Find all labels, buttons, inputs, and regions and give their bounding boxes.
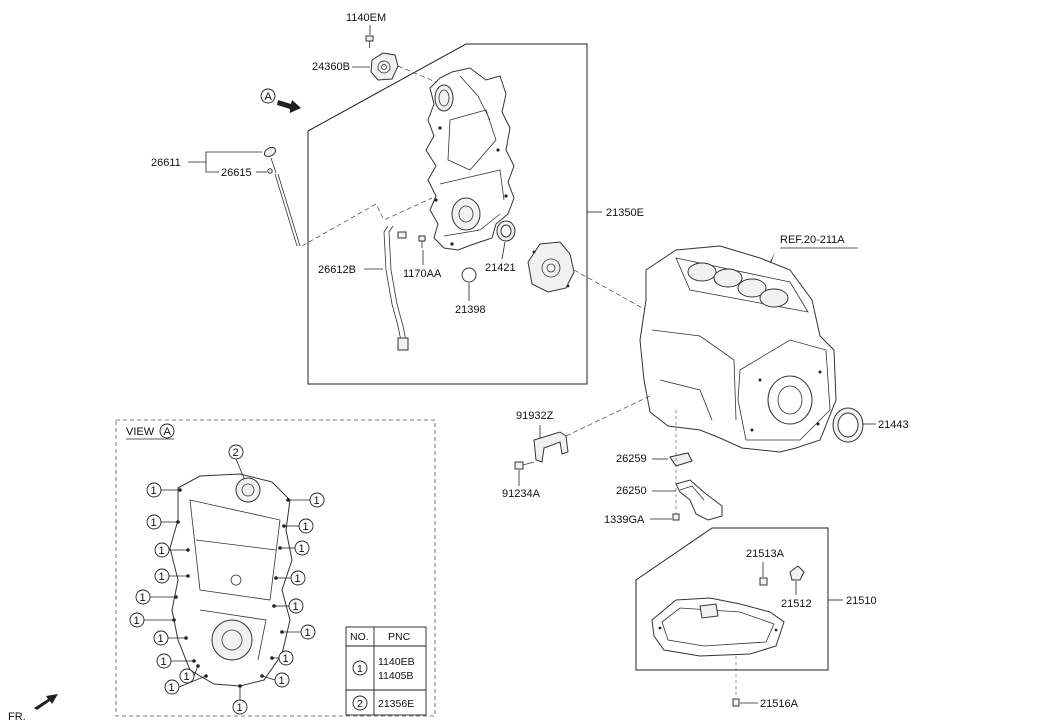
label-21512: 21512 (781, 598, 812, 610)
oil-pan-21510[interactable] (651, 597, 785, 657)
view-letter: A (164, 426, 172, 438)
svg-text:1: 1 (151, 485, 157, 497)
view-letter-circle (159, 423, 175, 439)
label-ref-20-211a: REF.20-211A (780, 234, 845, 246)
label-21350e: 21350E (606, 207, 644, 219)
callout-2-text: 2 (233, 447, 239, 459)
dipstick-guide-tube-26612b[interactable] (383, 225, 409, 351)
label-21516a: 21516A (760, 698, 799, 710)
view-a-bolt-callouts (129, 482, 325, 715)
svg-text:1: 1 (184, 671, 190, 683)
timing-cover-group-box (307, 43, 602, 385)
view-a-callout-numbers: 1 1 1 1 1 1 1 1 1 1 1 1 1 1 1 1 1 1 1 (134, 485, 320, 714)
label-26615: 26615 (221, 167, 252, 179)
svg-text:1: 1 (158, 633, 164, 645)
svg-text:1: 1 (159, 571, 165, 583)
svg-text:1: 1 (151, 517, 157, 529)
o-ring-21398[interactable] (461, 267, 477, 283)
svg-text:1: 1 (295, 573, 301, 585)
bolt-91234a[interactable] (514, 461, 535, 470)
label-21513a: 21513A (746, 548, 785, 560)
rear-oil-seal-21443[interactable] (832, 407, 864, 443)
label-21510: 21510 (846, 595, 877, 607)
table-header-pnc: PNC (388, 631, 411, 643)
oil-dipstick-26611[interactable] (263, 146, 301, 247)
bolt-1170aa[interactable] (418, 235, 426, 248)
label-1140em: 1140EM (346, 12, 386, 24)
label-21398: 21398 (455, 304, 486, 316)
label-24360b: 24360B (312, 61, 350, 73)
timing-chain-cover-21350e[interactable] (425, 67, 515, 251)
o-ring-26615[interactable] (267, 168, 273, 174)
table-row1-no: 1 (357, 663, 363, 675)
label-91234a: 91234A (502, 488, 541, 500)
label-1170aa: 1170AA (403, 268, 442, 280)
svg-text:1: 1 (283, 653, 289, 665)
view-a-arrow: A (260, 88, 301, 113)
label-21443: 21443 (878, 419, 909, 431)
oil-strainer-26250[interactable] (675, 479, 723, 521)
svg-text:1: 1 (140, 592, 146, 604)
front-label: FR. (8, 711, 26, 723)
svg-text:1: 1 (314, 495, 320, 507)
svg-text:1: 1 (299, 543, 305, 555)
gasket-26259[interactable] (669, 452, 693, 467)
label-26611: 26611 (151, 157, 181, 169)
bolt-21516a[interactable] (732, 698, 740, 707)
svg-text:1: 1 (134, 615, 140, 627)
label-91932z: 91932Z (516, 410, 554, 422)
label-26259: 26259 (616, 453, 647, 465)
svg-text:1: 1 (305, 627, 311, 639)
svg-text:1: 1 (237, 702, 243, 714)
label-1339ga: 1339GA (604, 514, 645, 526)
pnc-table: NO. PNC 1 1140EB 11405B 2 21356E (345, 626, 427, 716)
table-row1-pnc-a: 1140EB (378, 656, 415, 668)
svg-text:1: 1 (303, 521, 309, 533)
svg-text:1: 1 (169, 682, 175, 694)
bracket-91932z[interactable] (533, 431, 569, 463)
table-header-no: NO. (350, 631, 369, 643)
drain-plug-gasket-21512[interactable] (789, 565, 805, 581)
front-direction-indicator: FR. (8, 694, 58, 723)
table-row1-pnc-b: 11405B (378, 670, 413, 682)
view-a-cover-outline (169, 473, 293, 687)
oil-seal-21421[interactable] (496, 220, 516, 242)
cylinder-block[interactable] (639, 245, 837, 453)
oil-pan-group-box (635, 527, 843, 671)
oil-control-valve-24360b[interactable] (370, 52, 399, 81)
drain-plug-21513a[interactable] (759, 577, 768, 586)
oil-pump-housing[interactable] (527, 241, 575, 293)
svg-text:1: 1 (159, 545, 165, 557)
label-26250: 26250 (616, 485, 647, 497)
front-arrow-icon (34, 694, 58, 710)
label-26612b: 26612B (318, 264, 356, 276)
bolt-1140em[interactable] (365, 35, 374, 48)
svg-text:1: 1 (161, 656, 167, 668)
table-row2-pnc: 21356E (378, 698, 414, 710)
bolt-1339ga[interactable] (672, 513, 680, 521)
svg-text:1: 1 (279, 675, 285, 687)
view-label: VIEW (126, 426, 155, 438)
view-a-letter: A (265, 91, 273, 103)
label-21421: 21421 (485, 262, 516, 274)
view-a-panel (115, 419, 436, 717)
table-row2-no: 2 (357, 698, 363, 710)
svg-text:1: 1 (293, 601, 299, 613)
